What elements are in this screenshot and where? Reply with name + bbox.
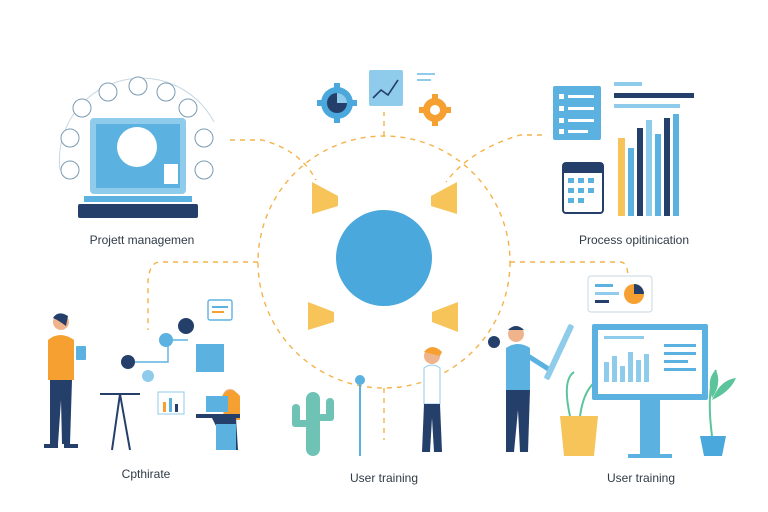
network-icons [121,318,194,382]
pie-chart-card-icon [587,275,653,313]
person-presenter [488,326,552,452]
hub-arrows [308,182,458,332]
pointer-stick [544,324,574,380]
dashboard-board-icon [592,324,708,458]
caption-optimize: Cpthirate [121,467,171,481]
calendar-icon [562,162,604,214]
caption-user-training-right: User training [606,471,676,485]
bar-chart-icon [618,114,679,216]
user-training-center-illustration [292,347,442,456]
project-management-illustration [58,76,215,218]
connector-right [510,261,629,279]
gear-icon-small [419,94,451,126]
caption-user-training-center: User training [349,471,419,485]
caption-project-management: Projett managemen [89,233,195,247]
arrow-bottom-right [432,302,458,332]
person-standing [44,313,86,448]
connector-lines [147,112,629,440]
arrow-bottom-left [308,302,334,330]
hub-circle-icon [336,210,432,306]
chart-card-icon [369,70,435,106]
connector-top-right [445,134,542,183]
arrow-top-left [312,182,338,214]
potted-plant-icon [560,371,599,456]
standing-table [100,393,140,451]
legend-lines [614,82,694,108]
plant-icon [700,369,736,456]
orbit-icons [60,76,214,180]
doc-card-icon [196,344,224,372]
laptop-screen-icon [78,118,198,218]
gear-icon [317,83,357,123]
arrow-top-right [431,182,457,214]
speech-bubble-icon [207,299,233,321]
connector-top-left [230,139,317,181]
user-training-right-illustration [488,275,736,458]
cactus-icon [292,392,334,456]
person-thinking [422,347,442,452]
caption-process-optimization: Process opitinication [578,233,690,247]
optimize-illustration [44,299,240,451]
connector-left [147,261,258,330]
process-optimization-illustration [553,82,694,216]
top-center-group [317,70,451,126]
person-laptop [196,389,240,450]
checklist-card-icon [553,86,601,140]
mini-bar-chart-icon [157,391,185,415]
pole-marker [355,375,365,456]
